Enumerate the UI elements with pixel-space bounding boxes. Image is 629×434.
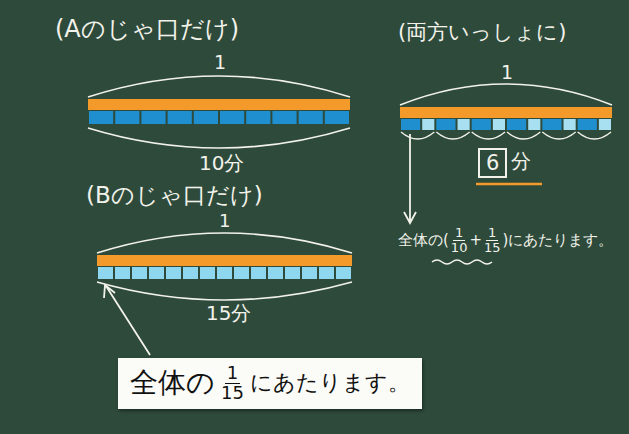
card-text: 全体の <box>130 364 215 402</box>
unit-label: 分 <box>511 150 531 173</box>
tape-segment <box>336 267 351 279</box>
numerator: 1 <box>225 364 240 384</box>
fraction: 110 <box>451 226 468 254</box>
tape-segment <box>472 119 491 130</box>
chalk-text: + <box>469 231 482 249</box>
brace-arc <box>472 132 505 139</box>
brace-arc <box>88 128 350 148</box>
tape-segment <box>599 119 611 130</box>
tape-segment <box>268 267 283 279</box>
answer-number: 6 <box>486 151 499 175</box>
tape-segment <box>251 267 266 279</box>
tape-segments <box>98 267 351 279</box>
tape-segment <box>436 119 455 130</box>
answer-box: 6 <box>478 148 507 178</box>
orange-underline <box>476 183 542 186</box>
fraction: 115 <box>221 364 244 403</box>
tape-segment <box>325 111 349 124</box>
tape-segment <box>302 267 317 279</box>
tape-segment <box>401 119 420 130</box>
tape-segment <box>246 111 270 124</box>
denominator: 10 <box>451 241 468 255</box>
tape-segment <box>194 111 218 124</box>
denominator: 15 <box>221 384 244 403</box>
tape-bar <box>400 107 612 118</box>
chalk-label: (Aのじゃ口だけ) <box>55 16 239 44</box>
brace-arc <box>97 282 352 300</box>
chalk-formula: 全体の(110+115)にあたります。 <box>398 226 613 254</box>
chalk-label: (Bのじゃ口だけ) <box>86 182 263 208</box>
tape-segment <box>166 267 181 279</box>
tape-bar <box>88 99 350 110</box>
tape-segment <box>234 267 249 279</box>
numerator: 1 <box>486 226 498 241</box>
tape-segment <box>200 267 215 279</box>
brace-arc <box>401 132 434 139</box>
brace-arc <box>400 84 612 105</box>
tape-segment <box>507 119 526 130</box>
chalk-text: )にあたります。 <box>503 231 614 250</box>
brace-arc <box>578 132 611 139</box>
fraction: 115 <box>484 226 501 254</box>
tape-bar <box>97 255 352 266</box>
brace-arc <box>507 132 540 139</box>
brace-arcs <box>401 132 611 139</box>
tape-segment <box>115 267 130 279</box>
chalk-label: 10分 <box>199 152 244 175</box>
tape-segment <box>141 111 165 124</box>
tape-segment <box>578 119 597 130</box>
tape-segment <box>493 119 505 130</box>
tape-segment <box>149 267 164 279</box>
tape-segments <box>401 119 611 130</box>
tape-segment <box>458 119 470 130</box>
tape-segment <box>319 267 334 279</box>
brace-arc <box>542 132 575 139</box>
chalk-label: 1 <box>501 62 513 84</box>
tape-segment <box>528 119 540 130</box>
tape-segment <box>168 111 192 124</box>
tape-segment <box>422 119 434 130</box>
numerator: 1 <box>453 226 465 241</box>
tape-segment <box>285 267 300 279</box>
tape-segment <box>98 267 113 279</box>
tape-segment <box>299 111 323 124</box>
chalk-arrow <box>104 285 150 355</box>
answer-card: 全体の 115 にあたります。 <box>118 358 422 409</box>
wavy-underline <box>432 260 492 264</box>
chalk-label: 1 <box>214 52 226 74</box>
tape-segment <box>564 119 576 130</box>
brace-arc <box>88 76 350 97</box>
tape-segment <box>89 111 113 124</box>
tape-segment <box>115 111 139 124</box>
brace-arc <box>436 132 469 139</box>
chalk-arrow <box>404 134 416 223</box>
denominator: 15 <box>484 241 501 255</box>
chalk-text: 全体の( <box>398 231 449 250</box>
card-text: にあたります。 <box>250 368 410 398</box>
brace-arc <box>97 233 352 253</box>
tape-segment <box>542 119 561 130</box>
tape-segments <box>89 111 349 124</box>
tape-segment <box>217 267 232 279</box>
tape-segment <box>220 111 244 124</box>
chalk-label: 1 <box>219 211 230 232</box>
chalk-label: 15分 <box>206 302 251 325</box>
chalk-label: (両方いっしょに) <box>398 20 566 44</box>
tape-segment <box>132 267 147 279</box>
tape-segment <box>183 267 198 279</box>
tape-segment <box>272 111 296 124</box>
